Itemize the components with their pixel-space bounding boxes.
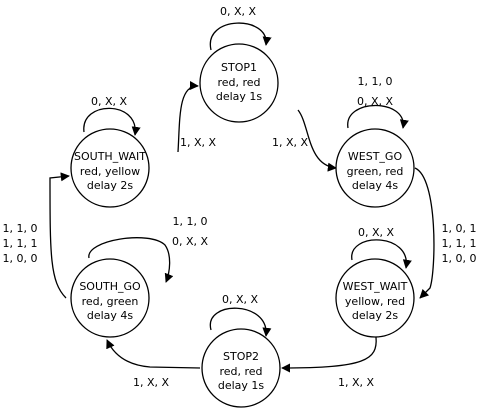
edge-south-go-to-south-wait: [49, 172, 70, 299]
label-stop2-self: 0, X, X: [222, 293, 259, 306]
state-delay: delay 1s: [216, 90, 263, 103]
state-lights: red, red: [217, 76, 260, 89]
label-south-wait-to-stop1: 1, X, X: [180, 136, 217, 149]
state-stop2: STOP2 red, red delay 1s: [201, 328, 281, 408]
label-stop1-to-west-go: 1, X, X: [272, 136, 309, 149]
state-delay: delay 2s: [87, 179, 134, 192]
label-stop2-to-south-go: 1, X, X: [133, 376, 170, 389]
state-south-go: SOUTH_GO red, green delay 4s: [70, 258, 150, 338]
state-west-wait: WEST_WAIT yellow, red delay 2s: [335, 258, 415, 338]
edge-west-wait-to-stop2: [281, 336, 377, 373]
state-south-wait: SOUTH_WAIT red, yellow delay 2s: [70, 128, 150, 208]
label-south-go-self-2: 0, X, X: [172, 235, 209, 248]
state-lights: green, red: [347, 165, 404, 178]
state-lights: red, yellow: [80, 165, 140, 178]
state-stop1: STOP1 red, red delay 1s: [199, 43, 279, 123]
edge-stop1-to-west-go: [297, 109, 337, 172]
label-south-wait-self: 0, X, X: [91, 95, 128, 108]
state-lights: yellow, red: [345, 295, 405, 308]
edge-west-go-to-west-wait: [414, 167, 435, 299]
label-south-go-self-1: 1, 1, 0: [173, 215, 208, 228]
self-loop-stop1: [209, 22, 272, 51]
self-loop-south-wait: [83, 107, 141, 136]
label-west-go-to-west-wait-2: 1, 1, 1: [442, 237, 477, 250]
label-west-wait-self: 0, X, X: [358, 226, 395, 239]
state-name: WEST_WAIT: [343, 280, 408, 293]
edge-south-wait-to-stop1: [177, 81, 199, 153]
self-loop-west-wait: [351, 239, 412, 269]
label-west-go-self-1: 1, 1, 0: [358, 75, 393, 88]
self-loop-south-go: [88, 237, 174, 283]
label-west-go-self-2: 0, X, X: [357, 95, 394, 108]
state-lights: red, green: [82, 295, 139, 308]
state-delay: delay 2s: [352, 309, 399, 322]
state-name: STOP2: [223, 350, 259, 363]
state-name: STOP1: [221, 61, 257, 74]
label-south-go-to-south-wait-2: 1, 1, 1: [3, 237, 38, 250]
state-name: SOUTH_WAIT: [74, 150, 146, 163]
self-loop-stop2: [209, 307, 272, 337]
state-delay: delay 4s: [352, 179, 399, 192]
label-south-go-to-south-wait-3: 1, 0, 0: [3, 252, 38, 265]
state-lights: red, red: [219, 365, 262, 378]
state-west-go: WEST_GO green, red delay 4s: [335, 128, 415, 208]
label-west-go-to-west-wait-3: 1, 0, 0: [442, 252, 477, 265]
label-stop1-self: 0, X, X: [220, 5, 257, 18]
state-delay: delay 4s: [87, 309, 134, 322]
label-south-go-to-south-wait-1: 1, 1, 0: [3, 222, 38, 235]
state-name: WEST_GO: [348, 150, 403, 163]
self-loop-west-go: [347, 104, 409, 129]
edge-stop2-to-south-go: [106, 339, 201, 369]
state-name: SOUTH_GO: [79, 280, 141, 293]
label-west-wait-to-stop2: 1, X, X: [338, 376, 375, 389]
state-delay: delay 1s: [218, 379, 265, 392]
label-west-go-to-west-wait-1: 1, 0, 1: [442, 222, 477, 235]
